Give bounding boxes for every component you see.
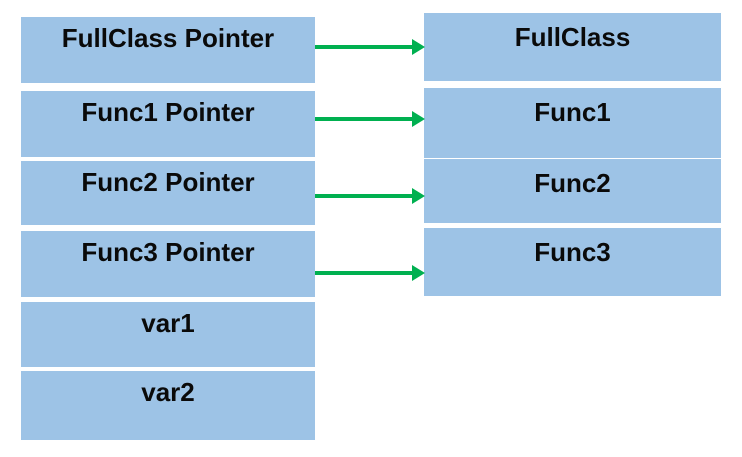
box-func2-pointer: Func2 Pointer: [21, 161, 315, 225]
box-func1-pointer: Func1 Pointer: [21, 91, 315, 157]
arrow-func1-pointer-to-func1: [315, 111, 425, 127]
arrow-shaft: [315, 194, 414, 198]
box-func3-pointer: Func3 Pointer: [21, 231, 315, 297]
box-var2: var2: [21, 371, 315, 440]
arrow-func2-pointer-to-func2: [315, 188, 425, 204]
arrow-head-icon: [412, 39, 425, 55]
arrow-shaft: [315, 45, 414, 49]
box-func3: Func3: [424, 228, 721, 296]
box-fullclass-pointer: FullClass Pointer: [21, 17, 315, 83]
box-func2: Func2: [424, 159, 721, 223]
arrow-func3-pointer-to-func3: [315, 265, 425, 281]
arrow-head-icon: [412, 188, 425, 204]
arrow-fullclass-pointer-to-fullclass: [315, 39, 425, 55]
arrow-head-icon: [412, 111, 425, 127]
arrow-shaft: [315, 271, 414, 275]
box-var1: var1: [21, 302, 315, 367]
box-fullclass: FullClass: [424, 13, 721, 81]
arrow-head-icon: [412, 265, 425, 281]
arrow-shaft: [315, 117, 414, 121]
box-func1: Func1: [424, 88, 721, 158]
